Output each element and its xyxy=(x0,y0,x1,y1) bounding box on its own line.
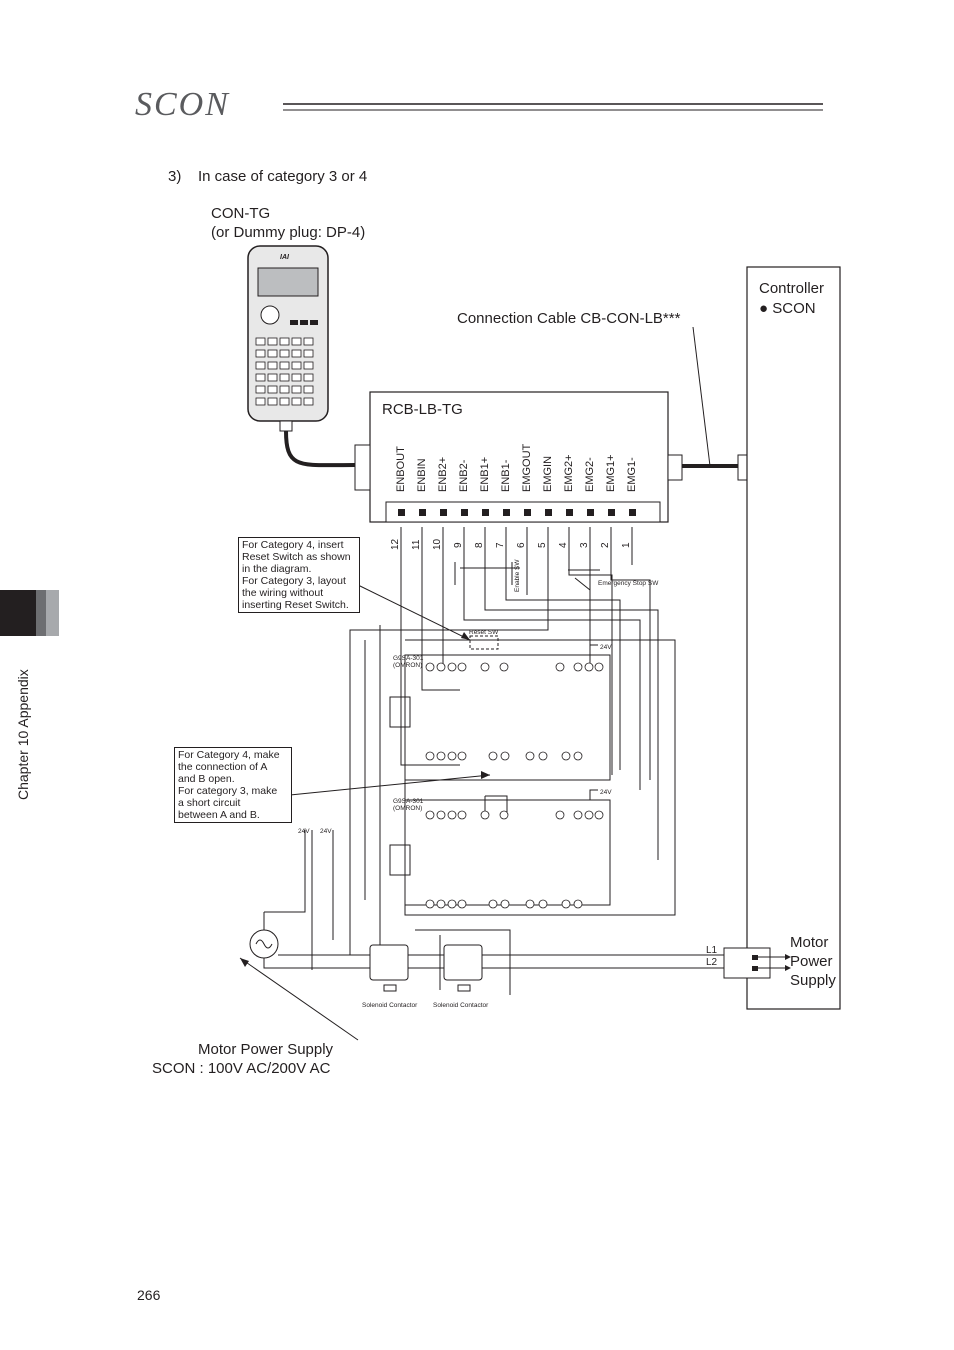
motor-power-label-2: Power xyxy=(790,953,833,970)
pin-number: 11 xyxy=(411,539,422,550)
signal-label: EMG1+ xyxy=(605,454,617,492)
pin-number: 2 xyxy=(600,542,611,548)
pendant-brand: IAI xyxy=(280,254,289,261)
l1-label: L1 xyxy=(706,945,718,956)
motor-power-label-3: Supply xyxy=(790,972,836,989)
v24-label: 24V xyxy=(600,644,612,651)
chapter-tab xyxy=(0,590,36,636)
pin-number: 10 xyxy=(432,538,443,550)
pin-number: 6 xyxy=(516,542,527,548)
signal-label: EMG1- xyxy=(626,457,638,492)
relay1-label-a: G9SA-301 xyxy=(393,655,424,662)
pendant-label-1: CON-TG xyxy=(211,205,271,222)
supply-label-2: SCON : 100V AC/200V AC xyxy=(152,1060,331,1077)
v24-label: 24V xyxy=(320,828,332,835)
relay2-label-b: (OMRON) xyxy=(393,805,423,812)
l2-label: L2 xyxy=(706,957,718,968)
chapter-tab-shade-light xyxy=(46,590,59,636)
cable-label: Connection Cable CB-CON-LB*** xyxy=(457,310,681,327)
controller-title: Controller xyxy=(759,280,825,297)
pin-number: 5 xyxy=(537,542,548,548)
pin-number: 8 xyxy=(474,542,485,548)
page-number: 266 xyxy=(137,1287,161,1303)
v24-label: 24V xyxy=(298,828,310,835)
signal-label: ENB1+ xyxy=(479,456,491,492)
pin-number: 1 xyxy=(621,542,632,548)
pin-number: 4 xyxy=(558,542,569,548)
emergency-sw-label: Emergency Stop SW xyxy=(598,580,659,587)
signal-label: EMG2+ xyxy=(563,454,575,492)
reset-sw-label: Reset SW xyxy=(469,629,499,636)
pin-number: 12 xyxy=(390,538,401,550)
signal-label: ENBIN xyxy=(416,458,428,492)
pin-number: 7 xyxy=(495,542,506,548)
header-logo: SCON xyxy=(135,86,230,123)
signal-label: ENB2- xyxy=(458,459,470,492)
v24-label: 24V xyxy=(600,789,612,796)
signal-label: ENB2+ xyxy=(437,456,449,492)
signal-label: ENBOUT xyxy=(395,446,407,492)
relay1-label-b: (OMRON) xyxy=(393,662,423,669)
solenoid-label: Solenoid Contactor xyxy=(433,1002,489,1009)
pin-number: 3 xyxy=(579,542,590,548)
box-title: RCB-LB-TG xyxy=(382,401,463,418)
pendant-label-2: (or Dummy plug: DP-4) xyxy=(211,224,366,241)
section-title: 3) In case of category 3 or 4 xyxy=(168,168,368,185)
signal-label: ENB1- xyxy=(500,459,512,492)
signal-label: EMG2- xyxy=(584,457,596,492)
supply-label-1: Motor Power Supply xyxy=(198,1041,334,1058)
signal-label: EMGOUT xyxy=(521,443,533,492)
chapter-label: Chapter 10 Appendix xyxy=(15,669,31,800)
enable-sw-label: Enable SW xyxy=(514,559,521,592)
teaching-pendant-icon xyxy=(247,245,356,468)
controller-item: ● SCON xyxy=(759,300,816,317)
pin-number: 9 xyxy=(453,542,464,548)
relay2-label-a: G9SA-301 xyxy=(393,798,424,805)
solenoid-label: Solenoid Contactor xyxy=(362,1002,418,1009)
chapter-tab-shade xyxy=(36,590,46,636)
motor-power-label-1: Motor xyxy=(790,934,829,951)
signal-label: EMGIN xyxy=(542,455,554,492)
